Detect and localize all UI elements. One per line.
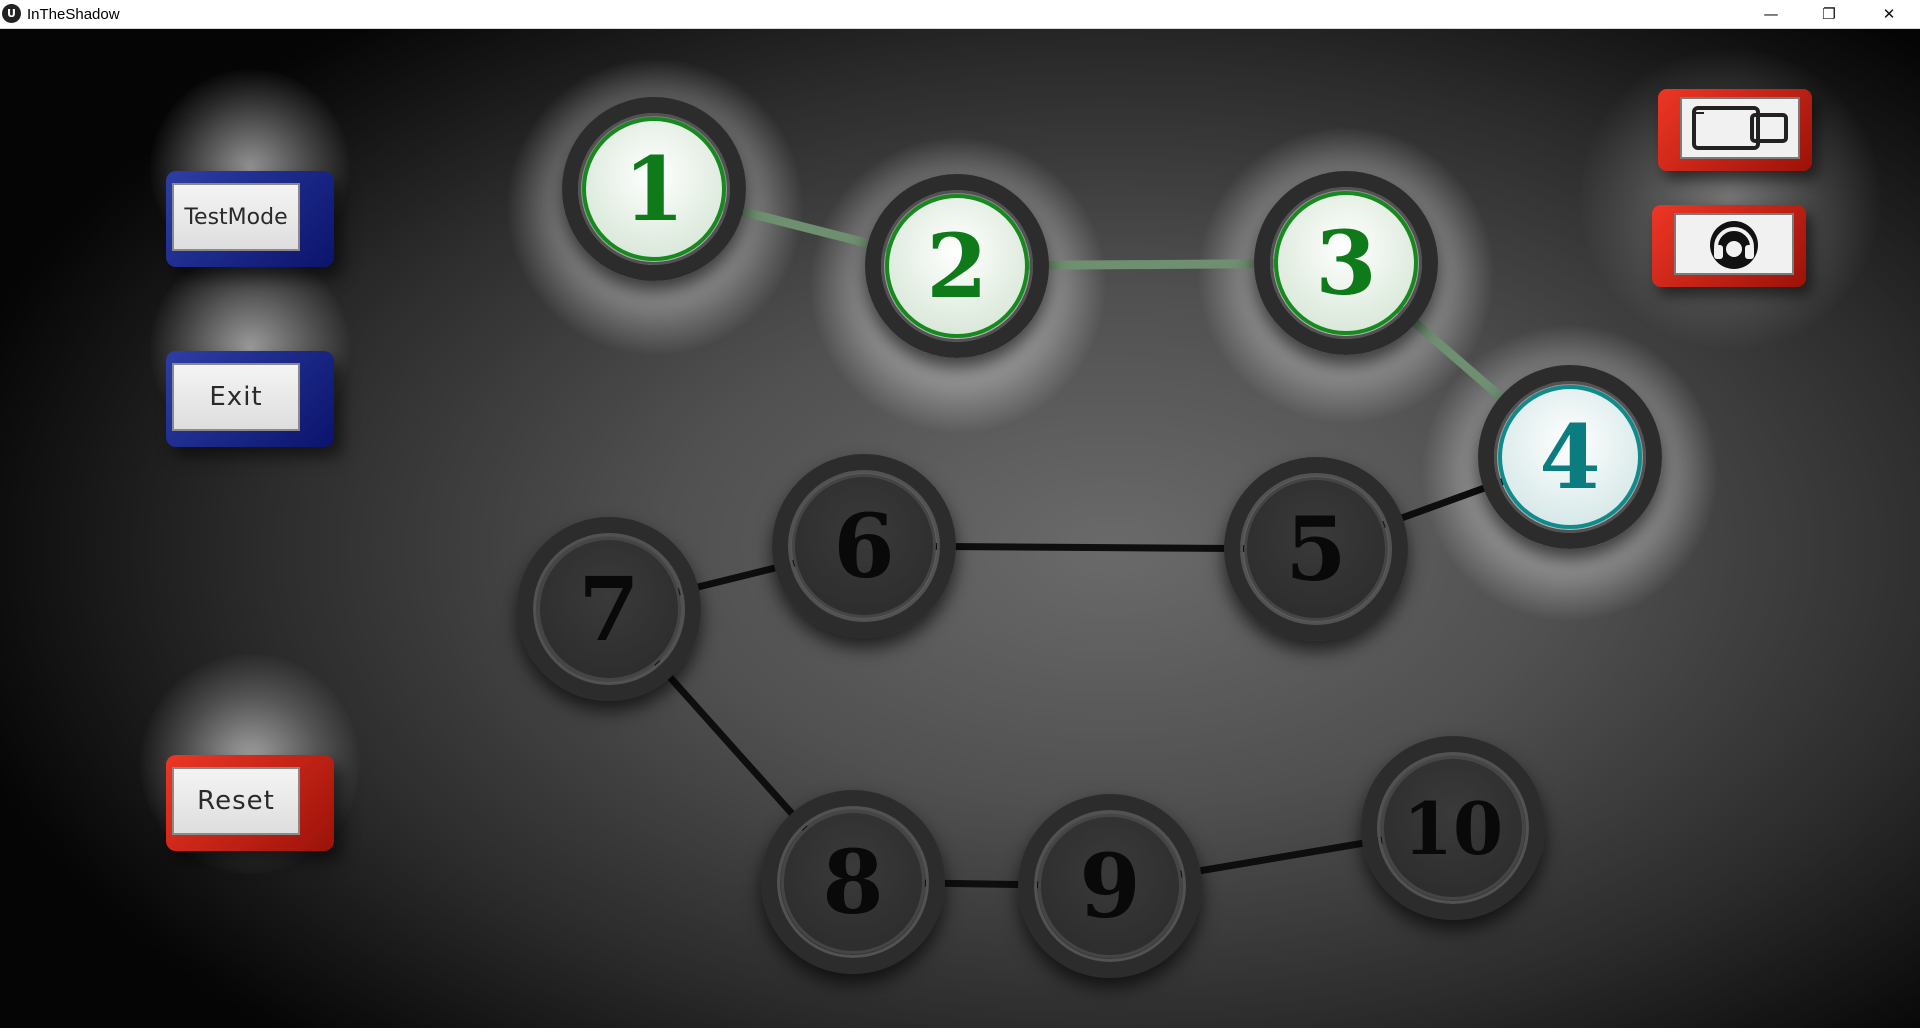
restore-button[interactable]: ❐	[1822, 5, 1836, 23]
level-5-node[interactable]: 5	[1224, 457, 1408, 641]
audio-button[interactable]	[1652, 205, 1806, 287]
display-mode-icon	[1680, 97, 1800, 159]
level-1-node[interactable]: 1	[562, 97, 746, 281]
level-3-label: 3	[1274, 191, 1418, 335]
window-title: InTheShadow	[27, 6, 120, 23]
level-3-node[interactable]: 3	[1254, 171, 1438, 355]
level-2-label: 2	[885, 194, 1029, 338]
level-5-label: 5	[1244, 477, 1388, 621]
level-7-node[interactable]: 7	[517, 517, 701, 701]
exit-button[interactable]: Exit	[166, 351, 334, 447]
level-9-label: 9	[1038, 814, 1182, 958]
exit-label: Exit	[172, 363, 300, 431]
reset-label: Reset	[172, 767, 300, 835]
level-8-label: 8	[781, 810, 925, 954]
display-mode-button[interactable]	[1658, 89, 1812, 171]
unreal-engine-icon: U	[2, 4, 21, 23]
testmode-button[interactable]: TestMode	[166, 171, 334, 267]
testmode-label: TestMode	[172, 183, 300, 251]
level-1-label: 1	[582, 117, 726, 261]
window-titlebar: U InTheShadow — ❐ ✕	[0, 0, 1920, 29]
level-6-label: 6	[792, 474, 936, 618]
game-scene: 1 2 3 4 5 6 7 8 9 10 TestMode Exit Reset	[0, 29, 1920, 1028]
level-6-node[interactable]: 6	[772, 454, 956, 638]
level-7-label: 7	[537, 537, 681, 681]
headphones-icon	[1674, 213, 1794, 275]
level-10-node[interactable]: 10	[1361, 736, 1545, 920]
level-4-label: 4	[1498, 385, 1642, 529]
minimize-button[interactable]: —	[1763, 5, 1779, 23]
level-2-node[interactable]: 2	[865, 174, 1049, 358]
close-button[interactable]: ✕	[1882, 5, 1896, 23]
level-8-node[interactable]: 8	[761, 790, 945, 974]
reset-button[interactable]: Reset	[166, 755, 334, 851]
level-9-node[interactable]: 9	[1018, 794, 1202, 978]
level-10-label: 10	[1381, 756, 1525, 900]
level-4-node[interactable]: 4	[1478, 365, 1662, 549]
